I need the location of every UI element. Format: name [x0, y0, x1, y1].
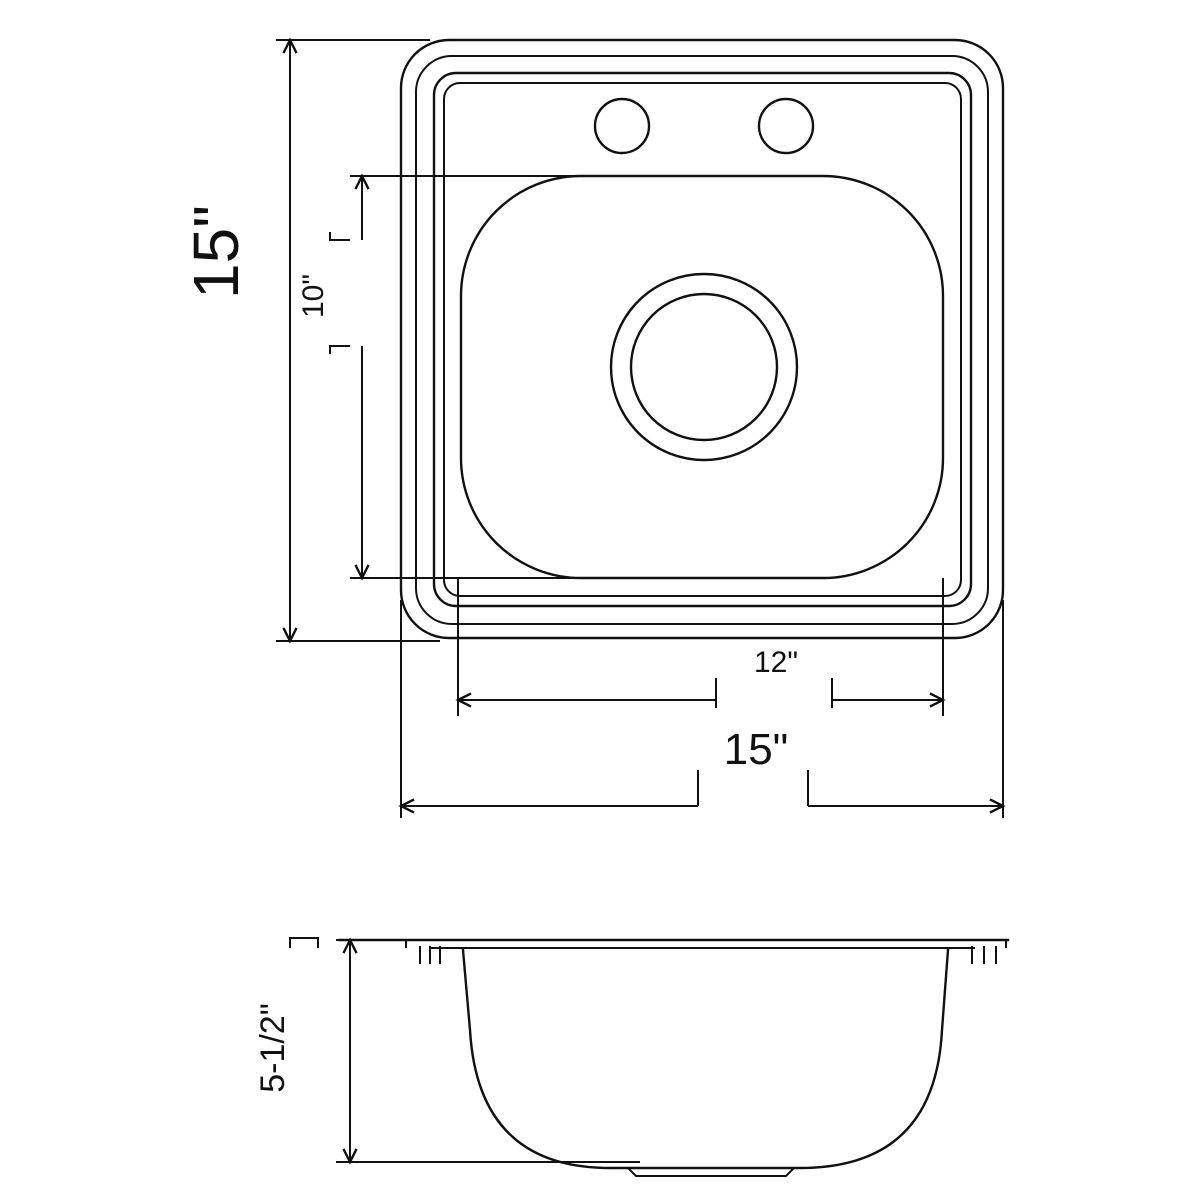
- depth-label: 5-1/2": [254, 1003, 292, 1093]
- drain-outer: [609, 272, 799, 462]
- top-view: 15" 10" 12": [180, 37, 1006, 818]
- overall-height-label: 15": [180, 205, 252, 299]
- side-bowl-profile: [461, 948, 950, 1170]
- side-drain-bottom: [627, 1167, 795, 1177]
- side-view: 5-1/2": [254, 937, 1010, 1177]
- side-clip-left: [405, 940, 441, 964]
- drain-inner: [629, 292, 779, 442]
- bowl-height-dimension: [329, 173, 575, 581]
- faucet-hole-left: [593, 97, 651, 155]
- sink-outer-rim: [399, 38, 1005, 640]
- sink-deck: [432, 71, 973, 608]
- faucet-hole-right: [757, 97, 815, 155]
- overall-width-label: 15": [724, 725, 789, 774]
- overall-width-dimension: [398, 600, 1006, 818]
- sink-bowl: [459, 174, 945, 580]
- bowl-width-label: 12": [754, 646, 798, 679]
- side-clip-right: [971, 940, 1007, 964]
- depth-dimension: [289, 937, 640, 1165]
- bowl-width-dimension: [455, 578, 946, 716]
- overall-height-dimension: [276, 37, 440, 644]
- sink-deck-inner-edge: [443, 82, 962, 597]
- sink-rim-inner-edge: [415, 55, 989, 625]
- bowl-height-label: 10": [297, 274, 330, 318]
